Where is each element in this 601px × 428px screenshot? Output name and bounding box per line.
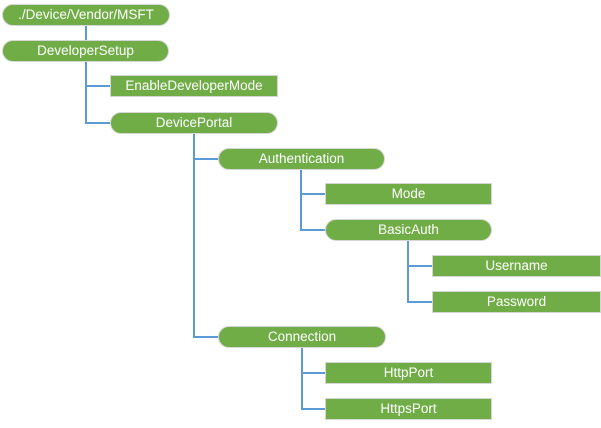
node-label-basic-auth: BasicAuth — [378, 222, 439, 238]
connector-authentication-to-mode — [300, 170, 325, 195]
node-label-developer-setup: DeveloperSetup — [37, 43, 134, 59]
connector-connection-to-http-port — [301, 348, 325, 374]
node-authentication: Authentication — [218, 148, 385, 170]
node-http-port: HttpPort — [325, 362, 492, 384]
node-basic-auth: BasicAuth — [325, 219, 492, 241]
node-label-root: ./Device/Vendor/MSFT — [18, 7, 154, 23]
node-device-portal: DevicePortal — [110, 112, 278, 134]
node-https-port: HttpsPort — [325, 398, 492, 420]
node-root: ./Device/Vendor/MSFT — [2, 4, 170, 26]
connector-basic-auth-to-password — [407, 241, 432, 303]
connector-basic-auth-to-username — [407, 241, 432, 267]
connector-connection-to-https-port — [301, 348, 325, 410]
connector-authentication-to-basic-auth — [300, 170, 325, 231]
node-label-password: Password — [486, 294, 547, 310]
node-label-mode: Mode — [391, 186, 426, 202]
node-label-https-port: HttpsPort — [380, 401, 437, 417]
connector-device-portal-to-authentication — [193, 134, 218, 160]
node-developer-setup: DeveloperSetup — [2, 40, 169, 62]
node-connection: Connection — [218, 326, 386, 348]
node-label-device-portal: DevicePortal — [155, 115, 233, 131]
node-enable-developer-mode: EnableDeveloperMode — [110, 75, 278, 97]
connector-developer-setup-to-enable-developer-mode — [85, 62, 110, 87]
node-label-authentication: Authentication — [258, 151, 345, 167]
connector-device-portal-to-connection — [193, 134, 218, 338]
node-label-connection: Connection — [267, 329, 337, 345]
node-password: Password — [432, 291, 601, 313]
connector-developer-setup-to-device-portal — [85, 62, 110, 124]
node-label-username: Username — [485, 258, 548, 274]
node-mode: Mode — [325, 183, 492, 205]
node-label-enable-developer-mode: EnableDeveloperMode — [125, 78, 263, 94]
node-username: Username — [432, 255, 601, 277]
node-label-http-port: HttpPort — [383, 365, 434, 381]
